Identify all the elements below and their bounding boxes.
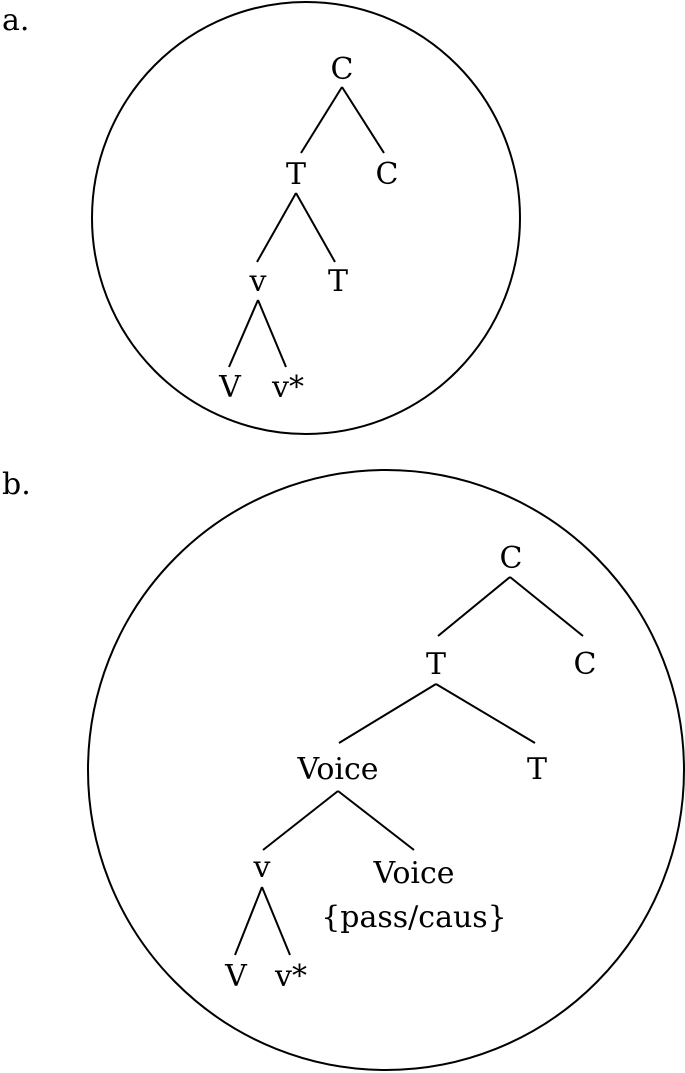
node-b-v: v	[253, 850, 271, 885]
edge-b-c-t	[437, 576, 511, 637]
edge-b-v-vstar	[261, 886, 291, 956]
node-b-v-star: v*	[274, 959, 307, 994]
node-b-big-v: V	[224, 959, 248, 994]
panel-b-label: b.	[2, 467, 31, 502]
node-a-t: T	[286, 157, 306, 192]
node-b-t: T	[426, 647, 446, 682]
node-b-voice2-feature: {pass/caus}	[321, 900, 507, 935]
node-a-v-star: v*	[271, 370, 304, 405]
node-a-c-root: C	[331, 52, 354, 87]
panel-b-circle	[87, 469, 685, 1071]
node-b-c-root: C	[500, 541, 523, 576]
edge-a-t-v	[256, 192, 297, 263]
node-a-v: v	[249, 264, 267, 299]
panel-b-nodes: C T C Voice T v Voice {pass/caus} V v*	[224, 541, 596, 994]
edge-a-t-t	[295, 192, 336, 263]
node-a-big-v: V	[218, 370, 242, 405]
edge-a-c-c	[341, 86, 385, 154]
edge-b-c-c	[509, 576, 584, 637]
edge-b-v-bigv	[234, 886, 263, 956]
edge-a-c-t	[300, 86, 343, 154]
panel-a-edges	[228, 86, 385, 368]
node-a-t2: T	[328, 264, 348, 299]
panel-b-edges	[234, 576, 584, 956]
node-b-c: C	[574, 647, 597, 682]
edge-b-t-t	[435, 683, 536, 744]
node-a-c: C	[376, 157, 399, 192]
panel-a-nodes: C T C v T V v*	[218, 52, 398, 405]
panel-a-circle	[91, 1, 521, 435]
panel-a-label: a.	[2, 3, 29, 38]
edge-b-t-voice	[338, 683, 437, 744]
edge-a-v-bigv	[228, 299, 259, 368]
edge-a-v-vstar	[257, 299, 287, 368]
node-b-voice2: Voice	[372, 856, 454, 891]
node-b-t2: T	[527, 752, 547, 787]
edge-b-voice-v	[262, 790, 339, 851]
node-b-voice: Voice	[296, 752, 378, 787]
edge-b-voice-voice	[337, 790, 415, 851]
